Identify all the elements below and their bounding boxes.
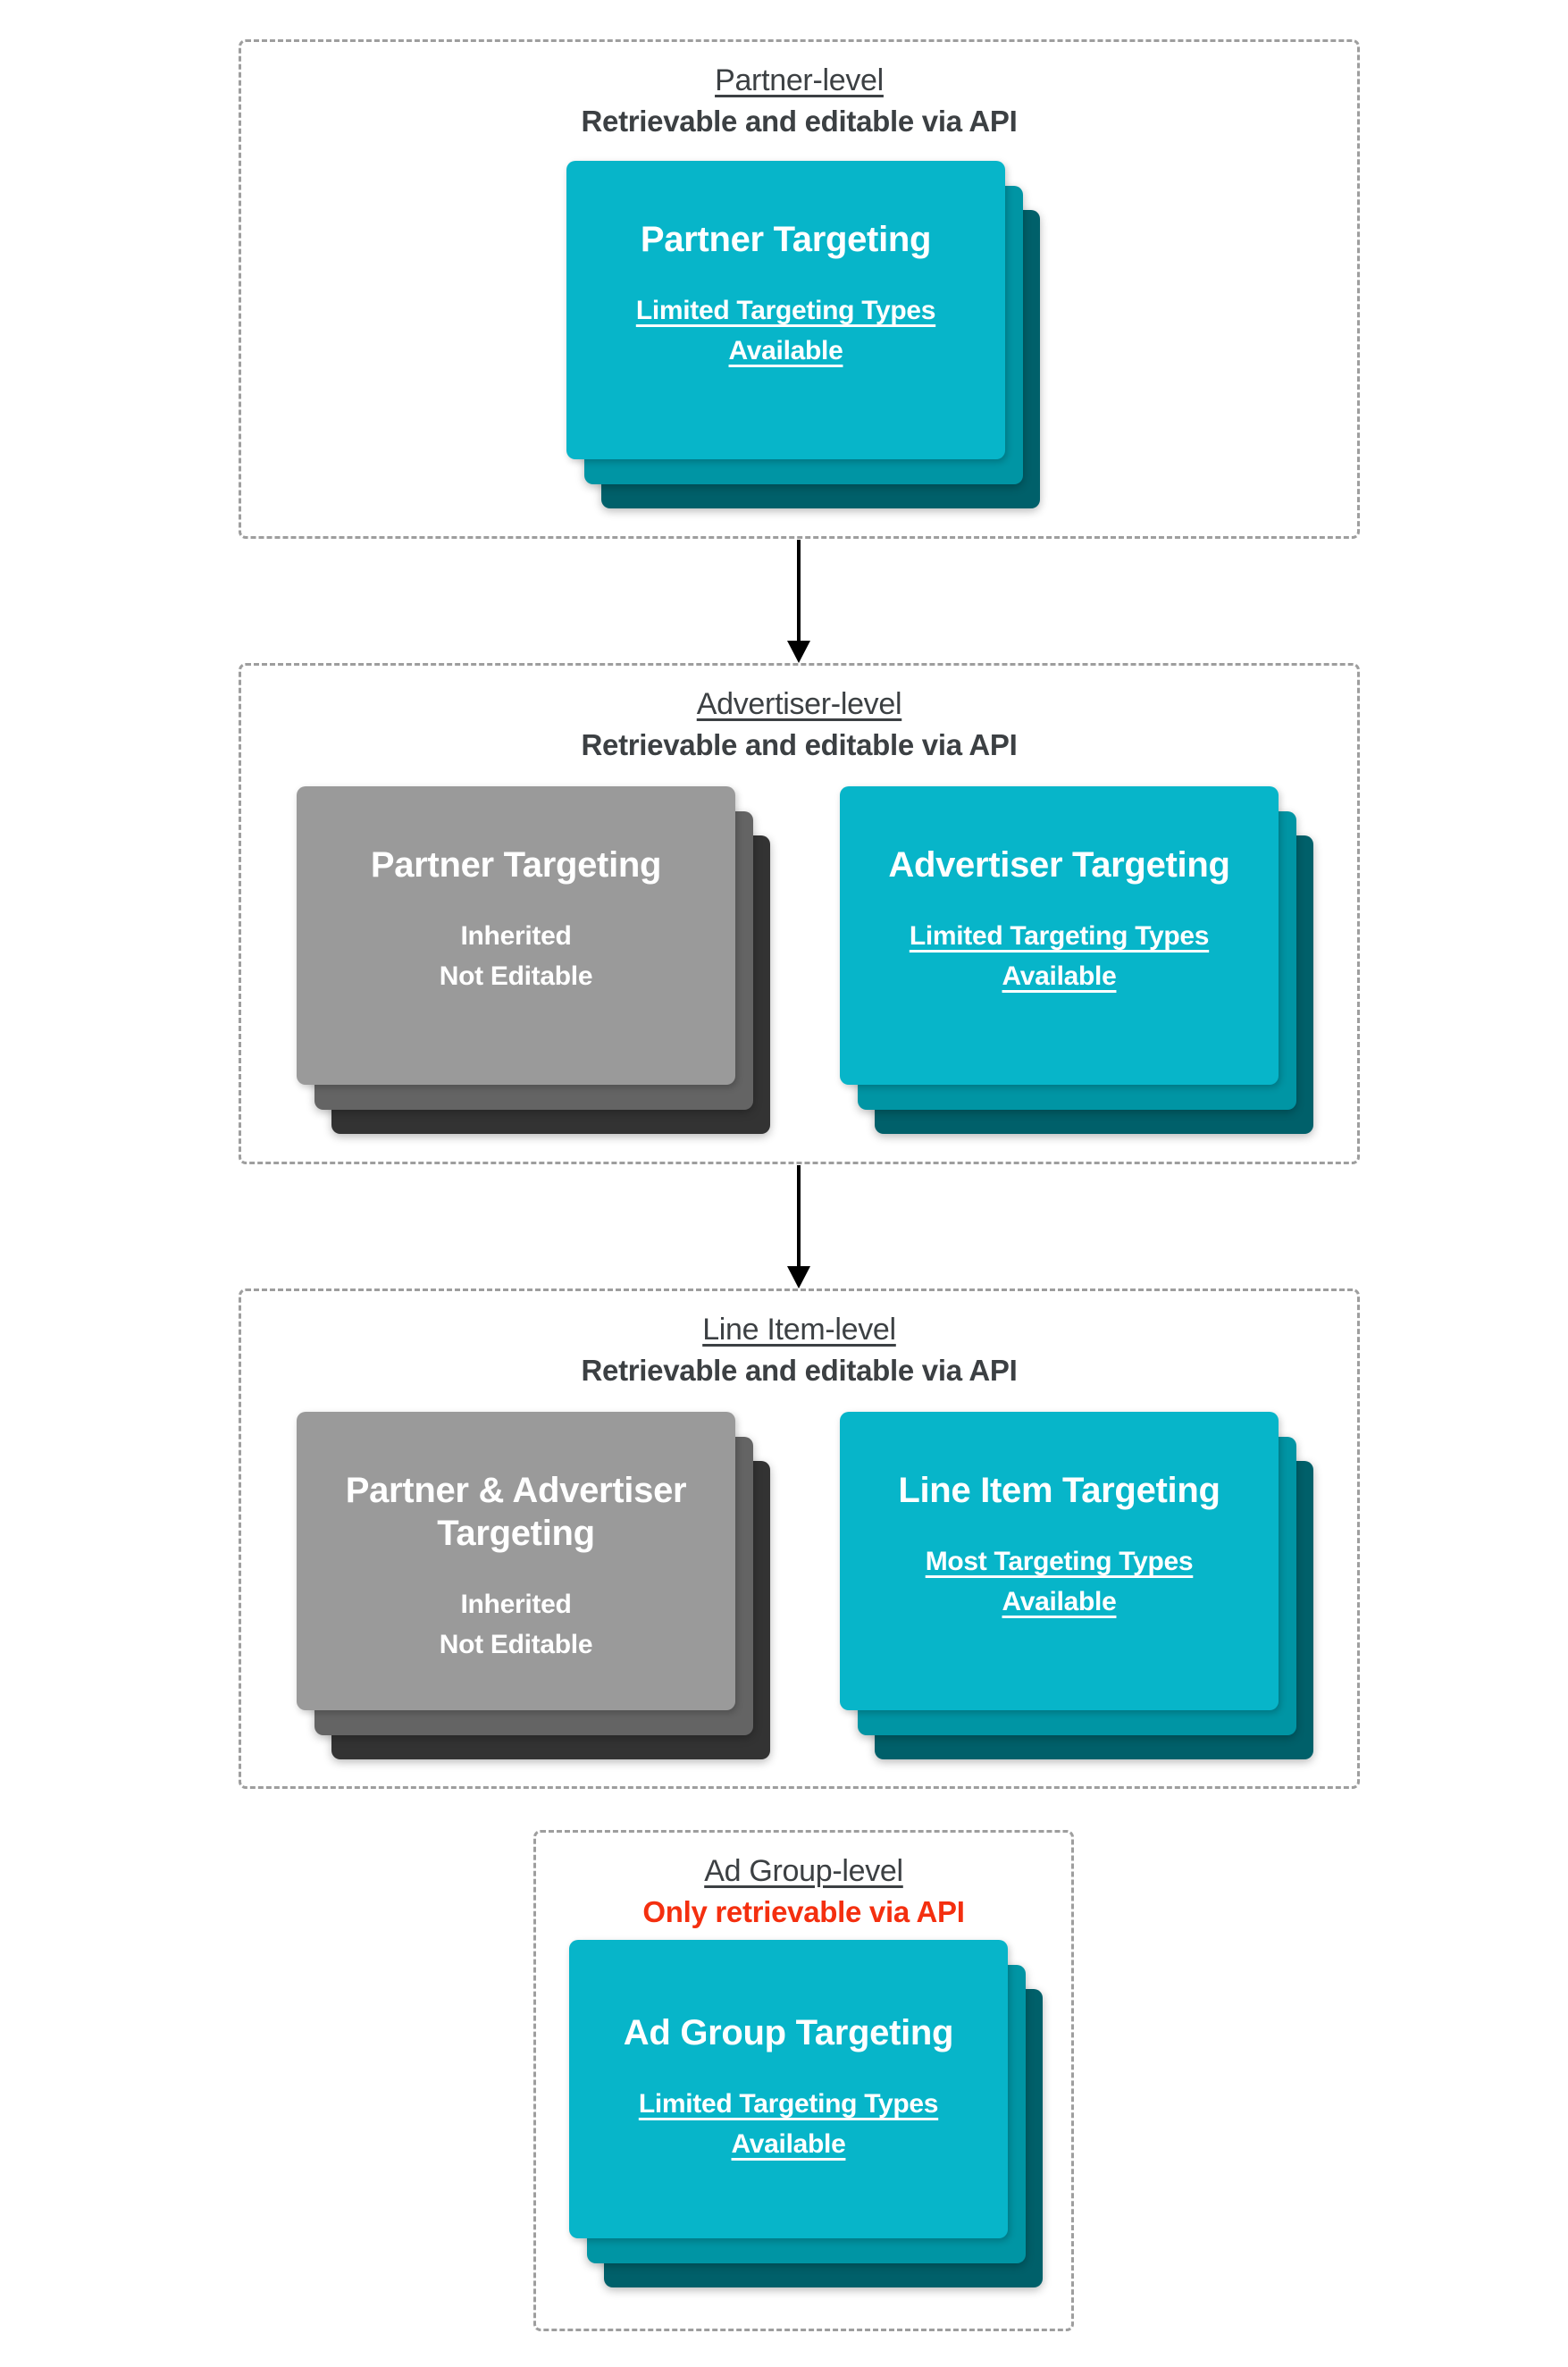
card-title-line: Partner Targeting	[640, 220, 932, 259]
card-subtitle: Limited Targeting Types Available	[909, 916, 1210, 996]
section-subtitle: Retrievable and editable via API	[581, 105, 1018, 138]
card-title-line: Line Item Targeting	[898, 1471, 1220, 1510]
arrow-head	[787, 1266, 810, 1288]
inherited-partner-targeting-card-stack: Partner Targeting Inherited Not Editable	[297, 786, 770, 1134]
card-title: Ad Group Targeting	[623, 2011, 954, 2054]
section-subtitle: Retrievable and editable via API	[581, 1354, 1018, 1387]
advertiser-targeting-card-stack: Advertiser Targeting Limited Targeting T…	[840, 786, 1313, 1134]
card-title: Partner Targeting	[370, 844, 662, 886]
card-subtitle-line: Available	[728, 336, 843, 365]
card-title-line: Advertiser Targeting	[888, 845, 1230, 885]
card-subtitle: Inherited Not Editable	[439, 916, 593, 996]
card-subtitle-line: Most Targeting Types	[925, 1547, 1194, 1576]
card-subtitle-line: Not Editable	[439, 1630, 593, 1659]
card-title: Partner Targeting	[640, 218, 932, 261]
card-title: Line Item Targeting	[898, 1469, 1220, 1512]
card-title-line: Partner & Advertiser	[345, 1471, 687, 1510]
flow-arrow-advertiser-to-lineitem	[787, 1165, 810, 1288]
partner-targeting-card-stack: Partner Targeting Limited Targeting Type…	[566, 161, 1040, 508]
section-subtitle: Only retrievable via API	[642, 1895, 965, 1928]
ad-group-targeting-card-stack: Ad Group Targeting Limited Targeting Typ…	[569, 1940, 1043, 2287]
section-title: Advertiser-level	[696, 687, 902, 721]
card-subtitle: Inherited Not Editable	[439, 1584, 593, 1665]
card-subtitle: Limited Targeting Types Available	[635, 290, 936, 371]
card-subtitle-line: Limited Targeting Types	[638, 2089, 939, 2119]
inherited-partner-advertiser-targeting-card-stack: Partner & Advertiser Targeting Inherited…	[297, 1412, 770, 1759]
ad-group-targeting-card: Ad Group Targeting Limited Targeting Typ…	[569, 1940, 1008, 2238]
card-subtitle-line: Inherited	[460, 921, 572, 951]
section-subtitle: Retrievable and editable via API	[581, 728, 1018, 761]
line-item-targeting-card: Line Item Targeting Most Targeting Types…	[840, 1412, 1279, 1710]
card-subtitle-line: Not Editable	[439, 961, 593, 991]
ad-group-level-section: Ad Group-level Only retrievable via API …	[533, 1830, 1074, 2331]
section-title: Line Item-level	[702, 1313, 896, 1347]
arrow-shaft	[797, 1165, 801, 1267]
inherited-partner-targeting-card: Partner Targeting Inherited Not Editable	[297, 786, 735, 1085]
card-title-line: Targeting	[437, 1514, 595, 1553]
card-subtitle-line: Limited Targeting Types	[635, 296, 936, 325]
section-title: Partner-level	[715, 63, 884, 97]
flow-arrow-partner-to-advertiser	[787, 540, 810, 663]
partner-level-section: Partner-level Retrievable and editable v…	[239, 39, 1360, 539]
card-title: Advertiser Targeting	[888, 844, 1230, 886]
partner-targeting-card: Partner Targeting Limited Targeting Type…	[566, 161, 1005, 459]
card-subtitle-line: Available	[1002, 1587, 1117, 1616]
card-subtitle-line: Inherited	[460, 1590, 572, 1619]
card-subtitle: Most Targeting Types Available	[926, 1541, 1194, 1622]
inherited-partner-advertiser-targeting-card: Partner & Advertiser Targeting Inherited…	[297, 1412, 735, 1710]
advertiser-level-section: Advertiser-level Retrievable and editabl…	[239, 663, 1360, 1164]
line-item-level-section: Line Item-level Retrievable and editable…	[239, 1288, 1360, 1789]
card-title: Partner & Advertiser Targeting	[346, 1469, 687, 1555]
advertiser-targeting-card: Advertiser Targeting Limited Targeting T…	[840, 786, 1279, 1085]
card-subtitle-line: Available	[1002, 961, 1117, 991]
arrow-shaft	[797, 540, 801, 642]
card-title-line: Partner Targeting	[370, 845, 662, 885]
card-subtitle: Limited Targeting Types Available	[638, 2084, 939, 2164]
line-item-targeting-card-stack: Line Item Targeting Most Targeting Types…	[840, 1412, 1313, 1759]
card-subtitle-line: Limited Targeting Types	[909, 921, 1210, 951]
card-title-line: Ad Group Targeting	[623, 2013, 954, 2052]
section-title: Ad Group-level	[704, 1854, 903, 1888]
card-subtitle-line: Available	[731, 2129, 846, 2159]
arrow-head	[787, 641, 810, 663]
